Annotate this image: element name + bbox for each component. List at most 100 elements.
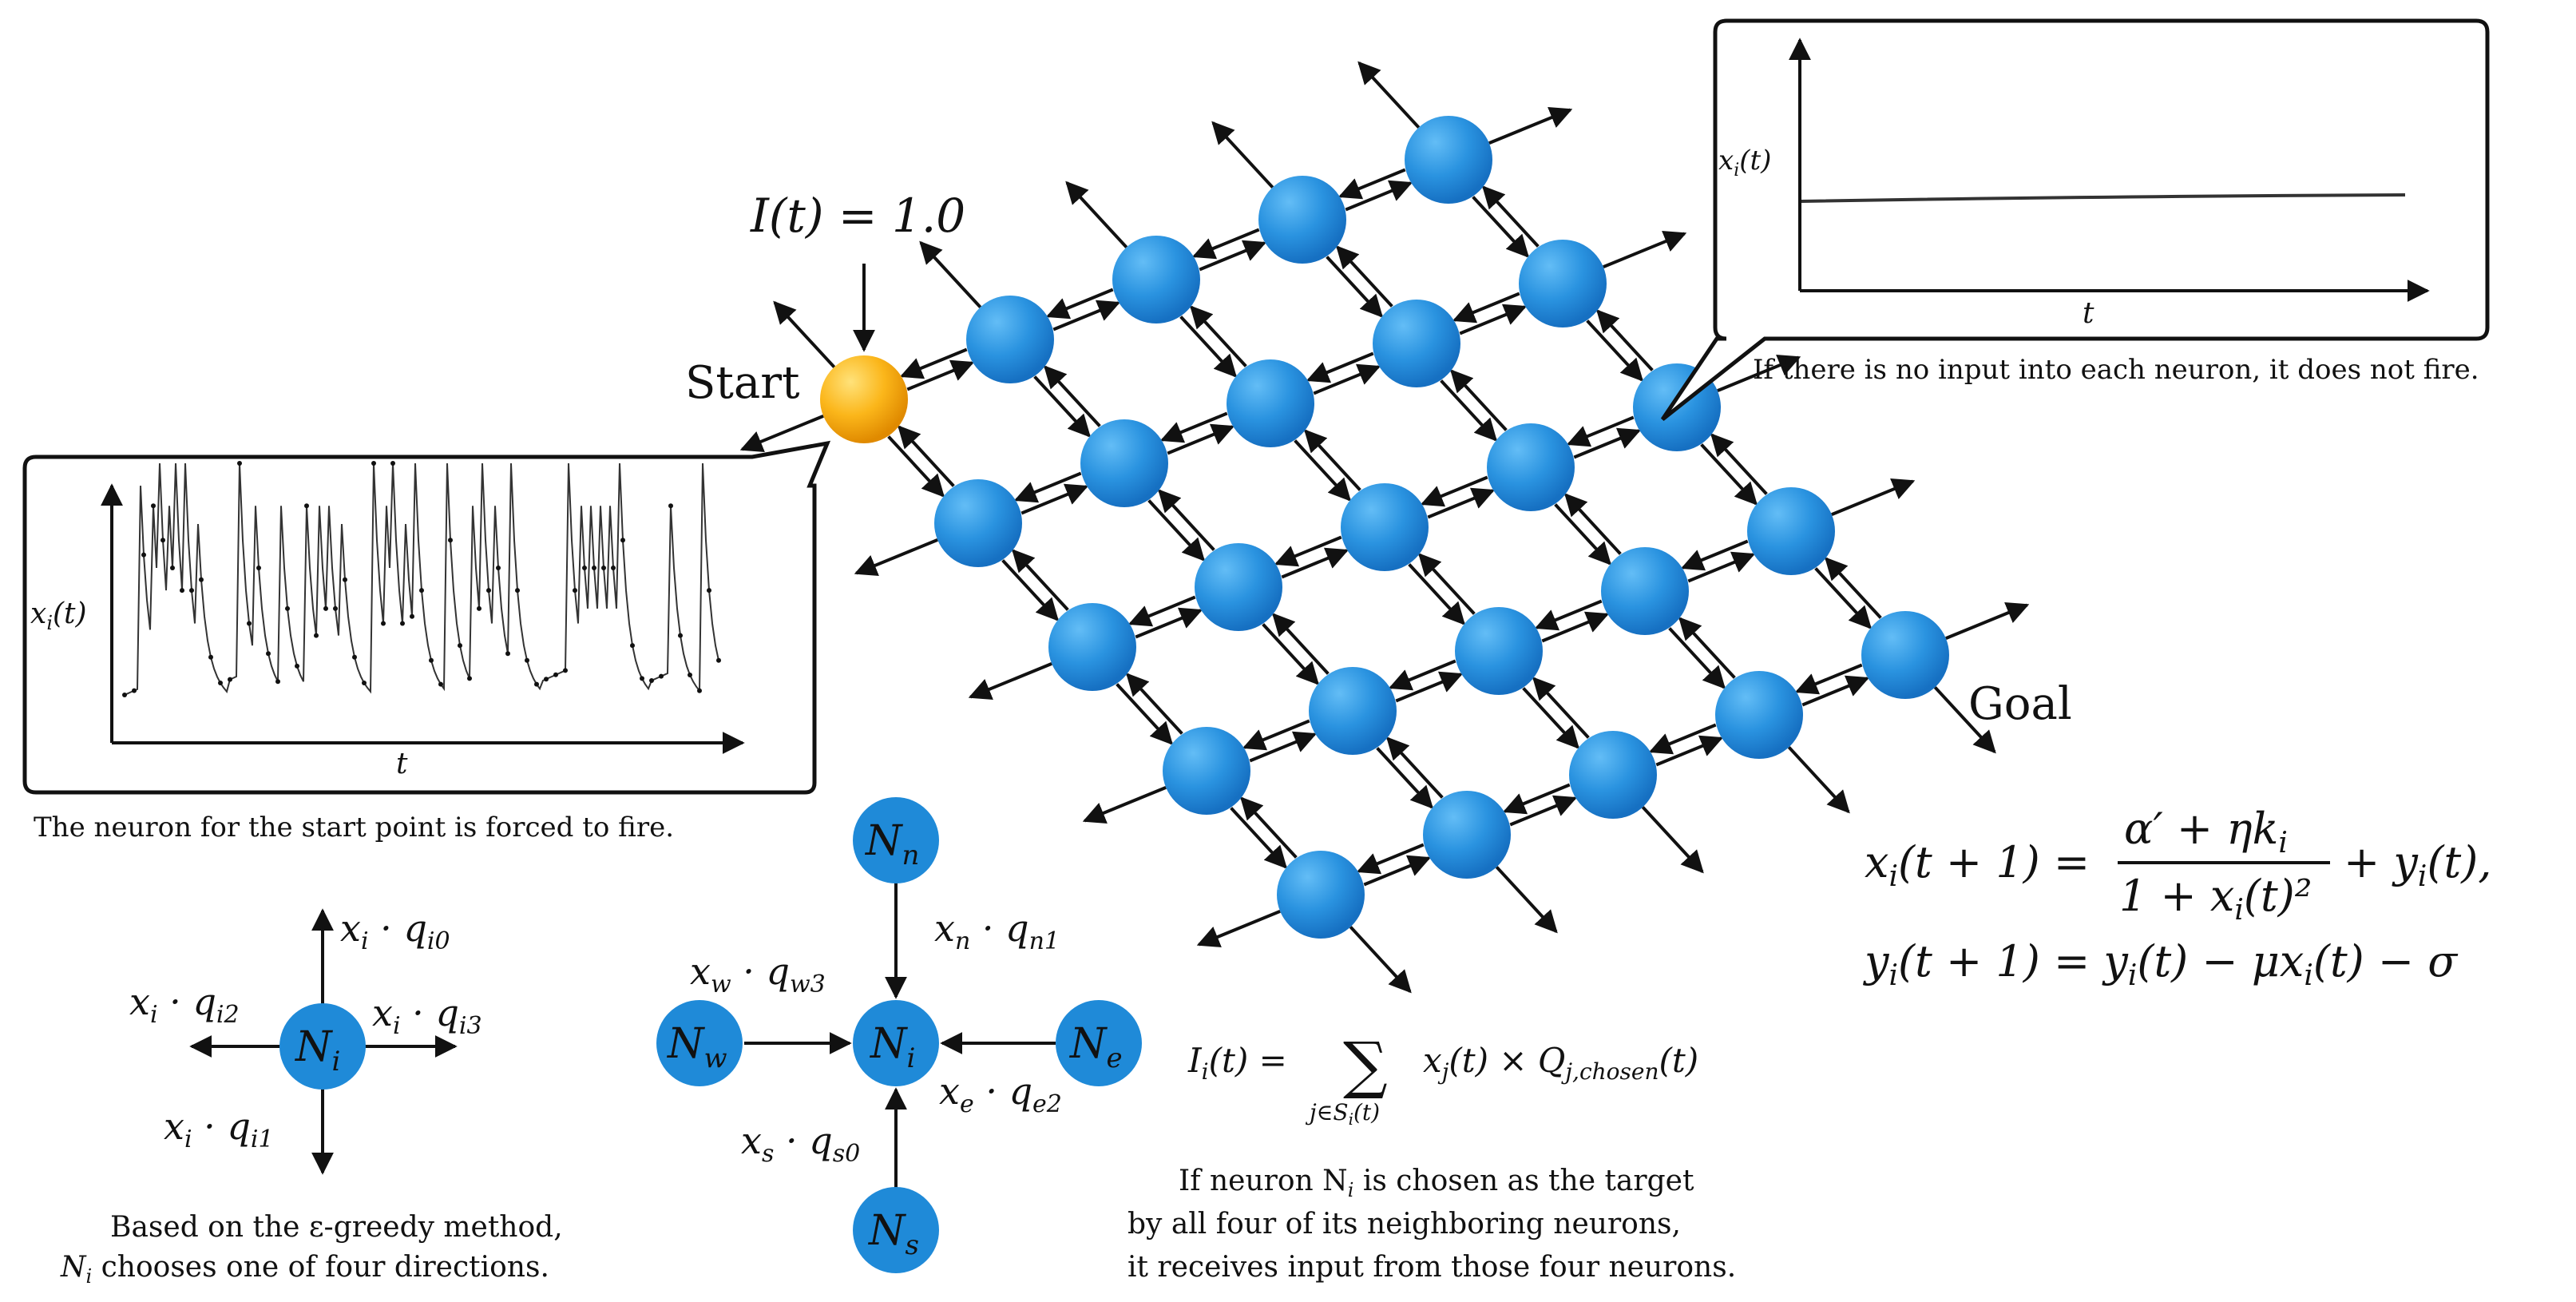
firing-trace-point (410, 613, 414, 619)
grid-out-arrow-top (773, 300, 836, 368)
firing-inset-frame (22, 440, 831, 795)
grid-edge-up (1336, 245, 1393, 308)
silent-y-label: xi(t) (1718, 145, 1771, 181)
map-eq2: yi(t + 1) = yi(t) − μxi(t) − σ (1863, 936, 2459, 992)
receive-south-label: Ns (867, 1207, 919, 1261)
grid-edge-right (1509, 795, 1578, 827)
grid-edge-left (1191, 228, 1260, 260)
firing-trace-point (467, 676, 472, 681)
firing-trace-point (333, 605, 338, 611)
firing-trace-point (429, 657, 434, 663)
grid-edge-up (1126, 673, 1183, 735)
input-equation: Ii(t) = ∑ j∈Si(t) xj(t) × Qj,chosen(t) (1187, 1030, 1698, 1129)
grid-edge-right (1345, 180, 1413, 212)
grid-out-arrow-top (919, 240, 982, 308)
grid-edge-up (1596, 309, 1654, 371)
map-equations: xi(t + 1) = α′ + ηki 1 + xi(t)² + yi(t),… (1863, 804, 2491, 992)
map-eq1-numerator: α′ + ηki (2124, 804, 2288, 859)
grid-out-arrow-top (1065, 181, 1128, 248)
firing-trace-point (400, 621, 405, 626)
grid-neuron (1455, 607, 1543, 695)
receive-node-north (853, 797, 939, 883)
firing-trace-point (496, 566, 501, 570)
firing-trace-point (151, 503, 156, 509)
grid-edge-left (1274, 535, 1342, 567)
receive-node-west (656, 1000, 743, 1086)
grid-edge-right (1135, 607, 1203, 639)
grid-edge-up (1044, 365, 1101, 427)
firing-trace-point (247, 621, 252, 626)
grid-neuron (1861, 611, 1949, 699)
receive-node-east (1056, 1000, 1142, 1086)
firing-trace-point (563, 668, 568, 673)
grid-neuron (1519, 240, 1607, 327)
firing-trace-point (419, 588, 424, 593)
choice-label-up: xi · qi0 (340, 907, 450, 955)
grid-out-arrow-bottom (1933, 686, 1996, 754)
grid-out-arrow-left (854, 538, 938, 576)
goal-label: Goal (1968, 678, 2072, 730)
grid-edge-right (1167, 423, 1235, 455)
firing-trace-point (707, 588, 711, 593)
grid-out-arrow-top (1211, 121, 1274, 189)
start-neuron (820, 355, 908, 443)
receive-node-center (853, 1000, 939, 1086)
grid-edge-left (1680, 539, 1749, 571)
receive-center-label: Ni (869, 1020, 915, 1074)
silent-trace (1801, 193, 2406, 203)
firing-trace-point (218, 681, 223, 685)
firing-trace-points (122, 461, 721, 697)
grid-neuron (1747, 487, 1835, 575)
input-label: I(t) = 1.0 (750, 189, 965, 243)
grid-edge-right (1541, 611, 1610, 643)
firing-trace-point (525, 657, 529, 663)
choice-label-right: xi · qi3 (372, 991, 482, 1040)
firing-trace-point (304, 503, 309, 509)
choice-caption-line2: Ni chooses one of four directions. (60, 1251, 549, 1288)
firing-trace-point (132, 688, 137, 693)
firing-trace-point (266, 651, 271, 657)
map-eq1-denominator: 1 + xi(t)² (2119, 871, 2312, 927)
receive-node-south (853, 1187, 939, 1273)
silent-x-label: t (2083, 297, 2094, 330)
firing-trace-point (343, 577, 347, 582)
grid-edge-left (1420, 475, 1488, 507)
firing-x-label: t (396, 748, 408, 780)
grid-neuron (1080, 419, 1168, 507)
grid-edge-up (1450, 369, 1508, 431)
receive-west-label: Nw (666, 1020, 727, 1074)
firing-caption: The neuron for the start point is forced… (34, 812, 674, 844)
firing-trace-point (486, 588, 491, 593)
grid-neuron (934, 479, 1022, 567)
firing-trace-point (458, 643, 462, 649)
choice-node-ni (279, 1003, 366, 1090)
grid-edge-up (1532, 677, 1590, 739)
grid-edge-left (1306, 351, 1374, 383)
grid-edge-up (1386, 736, 1444, 799)
grid-edge-up (1678, 617, 1736, 679)
grid-out-arrow-bottom (1641, 806, 1704, 874)
grid-edge-right (1249, 731, 1318, 763)
grid-edge-up (1012, 549, 1069, 611)
grid-neuron (1277, 851, 1365, 939)
grid-edge-up (898, 425, 955, 487)
receive-east-label: Ne (1068, 1020, 1123, 1074)
receive-edge-south-label: xs · qs0 (741, 1119, 860, 1168)
map-eq1-tail: + yi(t), (2344, 837, 2491, 893)
grid-neuron (1163, 727, 1250, 815)
grid-edge-right (1020, 483, 1089, 515)
firing-trace-point (582, 566, 587, 570)
grid-out-arrow-right (1603, 231, 1687, 268)
grid-out-arrow-bottom (1349, 926, 1412, 994)
firing-trace-point (668, 503, 673, 509)
grid-edge-left (1127, 595, 1196, 627)
grid-neuron (1423, 791, 1511, 879)
firing-trace-point (170, 566, 175, 570)
grid-edge-left (1452, 292, 1520, 324)
firing-trace-point (362, 681, 367, 685)
grid-neuron (1569, 731, 1657, 819)
grid-neuron (1112, 236, 1200, 324)
firing-trace-point (189, 588, 194, 593)
firing-trace-point (256, 566, 261, 570)
grid-edge-right (1199, 240, 1267, 272)
